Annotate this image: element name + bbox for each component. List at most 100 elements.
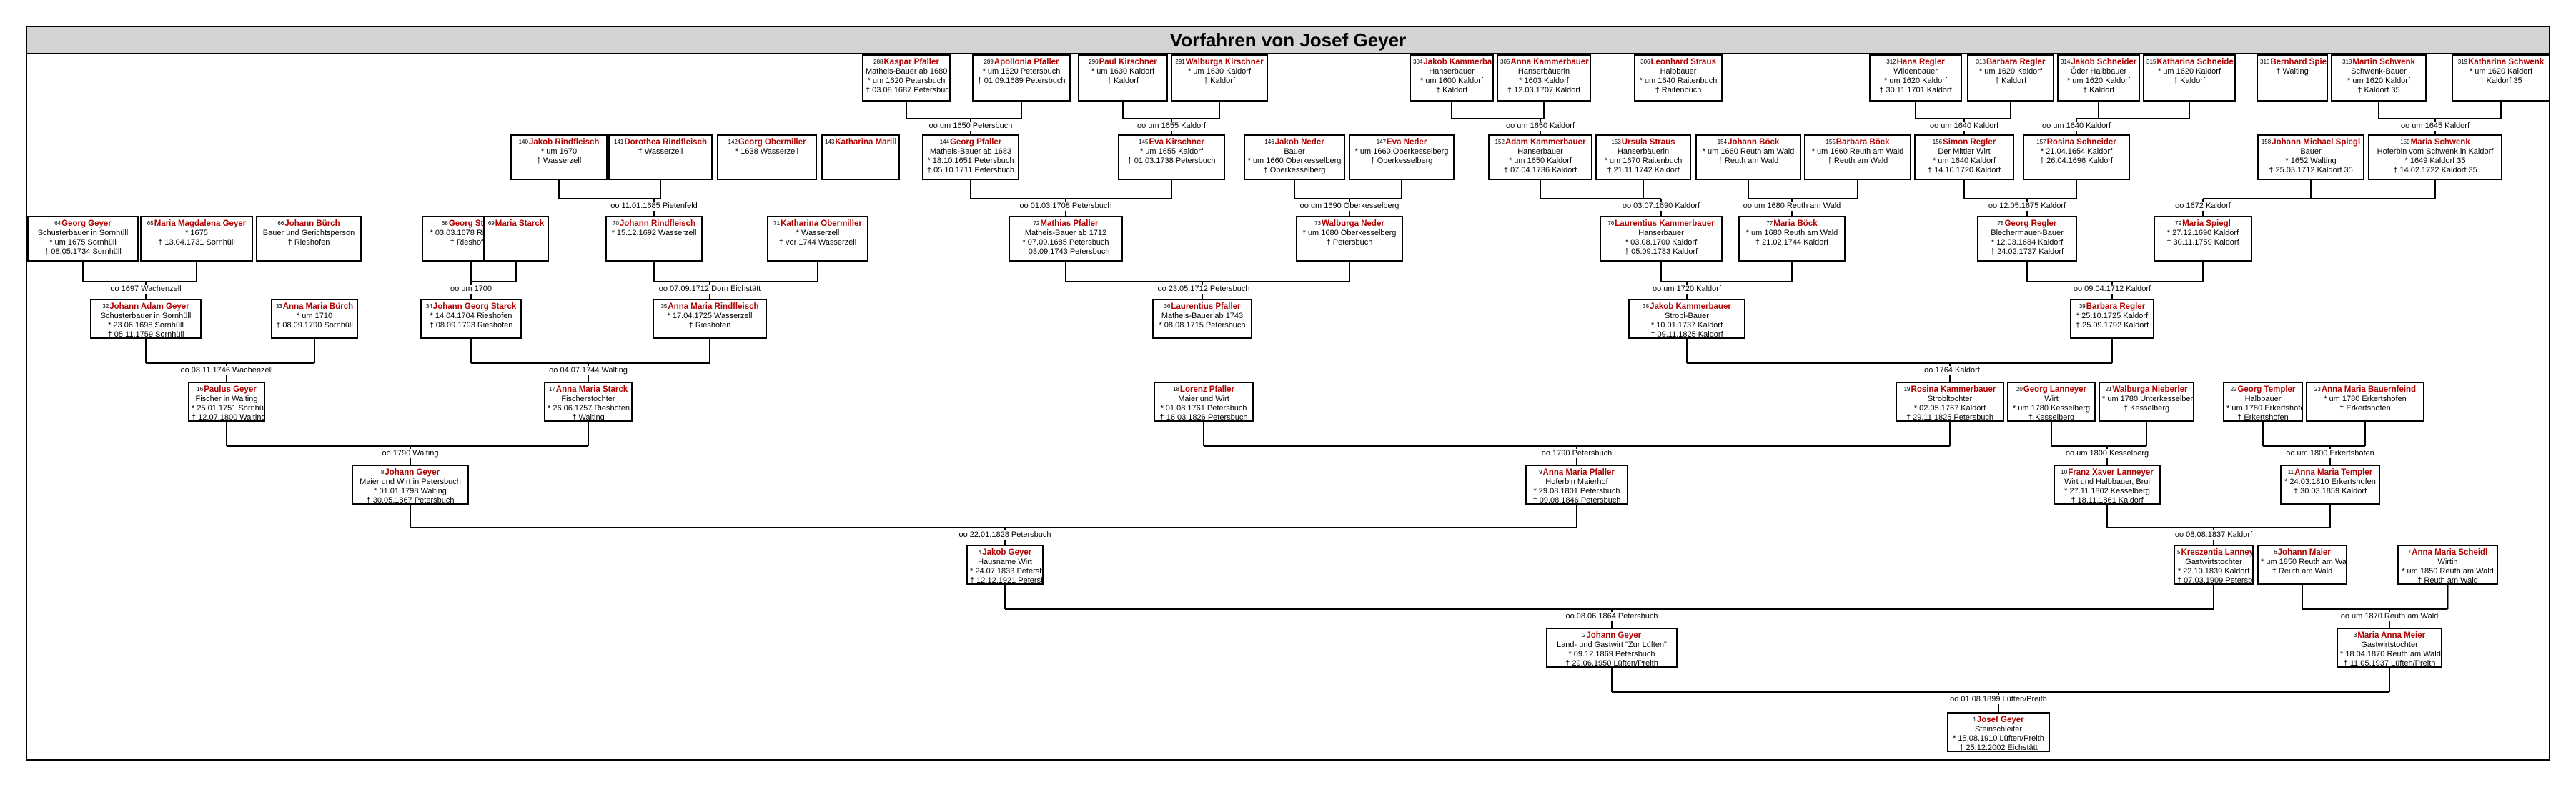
- person-name: Martin Schwenk: [2352, 58, 2415, 66]
- person-box[interactable]: 35Anna Maria Rindfleisch* 17.04.1725 Was…: [653, 299, 767, 339]
- person-name-line: 21Walburga Nieberler: [2102, 385, 2191, 395]
- person-name-line: 32Johann Adam Geyer: [94, 302, 198, 312]
- person-number: 22: [2230, 386, 2237, 392]
- person-box[interactable]: 141Dorothea Rindfleisch† Wasserzell: [608, 134, 713, 180]
- person-box[interactable]: 70Johann Rindfleisch* 15.12.1692 Wasserz…: [605, 216, 703, 262]
- person-detail: * um 1710: [296, 312, 333, 320]
- person-box[interactable]: 316Bernhard Spiegl† Walting: [2257, 54, 2328, 102]
- person-name: Eva Kirschner: [1149, 138, 1204, 147]
- person-name: Maria Schwenk: [2410, 138, 2470, 147]
- person-box[interactable]: 315Katharina Schneider* um 1620 Kaldorf†…: [2143, 54, 2236, 102]
- person-box[interactable]: 65Maria Magdalena Geyer* 1675† 13.04.173…: [140, 216, 253, 262]
- person-box[interactable]: 79Maria Spiegl* 27.12.1690 Kaldorf† 30.1…: [2154, 216, 2252, 262]
- person-detail: † Walting: [572, 413, 605, 422]
- person-name: Apollonia Pfaller: [994, 58, 1059, 66]
- person-name: Kreszentia Lanneyer: [2181, 548, 2254, 557]
- person-box[interactable]: 147Eva Neder* um 1660 Oberkesselberg† Ob…: [1349, 134, 1455, 180]
- person-detail: * 07.09.1685 Petersbuch: [1022, 238, 1109, 247]
- person-box[interactable]: 143Katharina Marill: [821, 134, 900, 180]
- person-box[interactable]: 142Georg Obermiller* 1638 Wasserzell: [717, 134, 817, 180]
- person-detail: † 12.12.1921 Petersbuch: [970, 576, 1042, 585]
- person-number: 19: [1903, 386, 1911, 392]
- person-box[interactable]: 155Barbara Böck* um 1660 Reuth am Wald† …: [1804, 134, 1911, 180]
- person-detail: Gastwirtstochter: [2185, 558, 2242, 566]
- person-box[interactable]: 33Anna Maria Bürch* um 1710† 08.09.1790 …: [271, 299, 358, 339]
- person-number: 140: [518, 139, 528, 145]
- person-box[interactable]: 290Paul Kirschner* um 1630 Kaldorf† Kald…: [1078, 54, 1168, 102]
- person-box[interactable]: 145Eva Kirschner* um 1655 Kaldorf† 01.03…: [1118, 134, 1225, 180]
- person-box[interactable]: 313Barbara Regler* um 1620 Kaldorf† Kald…: [1967, 54, 2054, 102]
- person-detail: * um 1620 Kaldorf: [2066, 76, 2131, 85]
- person-box[interactable]: 23Anna Maria Bauernfeind* um 1780 Erkert…: [2306, 382, 2424, 422]
- person-box[interactable]: 154Johann Böck* um 1660 Reuth am Wald† R…: [1695, 134, 1801, 180]
- person-detail: * um 1620 Kaldorf: [1978, 67, 2043, 76]
- person-name-line: 70Johann Rindfleisch: [609, 219, 699, 229]
- person-box[interactable]: 77Maria Böck* um 1680 Reuth am Wald† 21.…: [1738, 216, 1846, 262]
- person-name: Katharina Marill: [835, 138, 897, 147]
- marriage-label: oo um 1650 Petersbuch: [927, 122, 1014, 131]
- person-box[interactable]: 140Jakob Rindfleisch* um 1670† Wasserzel…: [510, 134, 608, 180]
- person-number: 315: [2146, 59, 2156, 65]
- person-box[interactable]: 11Anna Maria Templer* 24.03.1810 Erkerts…: [2280, 465, 2380, 505]
- person-box[interactable]: 157Rosina Schneider* 21.04.1654 Kaldorf†…: [2023, 134, 2130, 180]
- person-detail: * 15.08.1910 Lüften/Preith: [1953, 734, 2044, 743]
- person-detail: * 1649 Kaldorf 35: [2404, 157, 2466, 165]
- person-name-line: 313Barbara Regler: [1971, 57, 2051, 67]
- person-name-line: 72Mathias Pfaller: [1012, 219, 1119, 229]
- person-detail: Bauer: [2300, 147, 2322, 156]
- person-box[interactable]: 71Katharina Obermiller* Wasserzell† vor …: [767, 216, 868, 262]
- person-box[interactable]: 21Walburga Nieberler* um 1780 Unterkesse…: [2099, 382, 2194, 422]
- person-box[interactable]: 289Apollonia Pfaller* um 1620 Petersbuch…: [972, 54, 1071, 102]
- person-box[interactable]: 39Barbara Regler* 25.10.1725 Kaldorf† 25…: [2070, 299, 2154, 339]
- person-box[interactable]: 73Walburga Neder* um 1680 Oberkesselberg…: [1296, 216, 1403, 262]
- person-box[interactable]: 6Johann Maier* um 1850 Reuth am Wald† Re…: [2257, 545, 2347, 585]
- person-box[interactable]: 69Maria Starck: [483, 216, 549, 262]
- person-name: Anna Maria Pfaller: [1542, 468, 1615, 477]
- person-box[interactable]: 291Walburga Kirschner* um 1630 Kaldorf† …: [1171, 54, 1268, 102]
- person-box[interactable]: 34Johann Georg Starck* 14.04.1704 Riesho…: [420, 299, 522, 339]
- person-detail: † 25.12.2002 Eichstätt: [1959, 744, 2038, 752]
- person-box[interactable]: 319Katharina Schwenk* um 1620 Kaldorf† K…: [2452, 54, 2550, 102]
- person-detail: † Rieshofen: [287, 238, 330, 247]
- person-detail: Wirt: [2044, 395, 2059, 403]
- person-name: Jakob Kammerbauer: [1650, 302, 1731, 311]
- person-detail: * um 1630 Kaldorf: [1091, 67, 1155, 76]
